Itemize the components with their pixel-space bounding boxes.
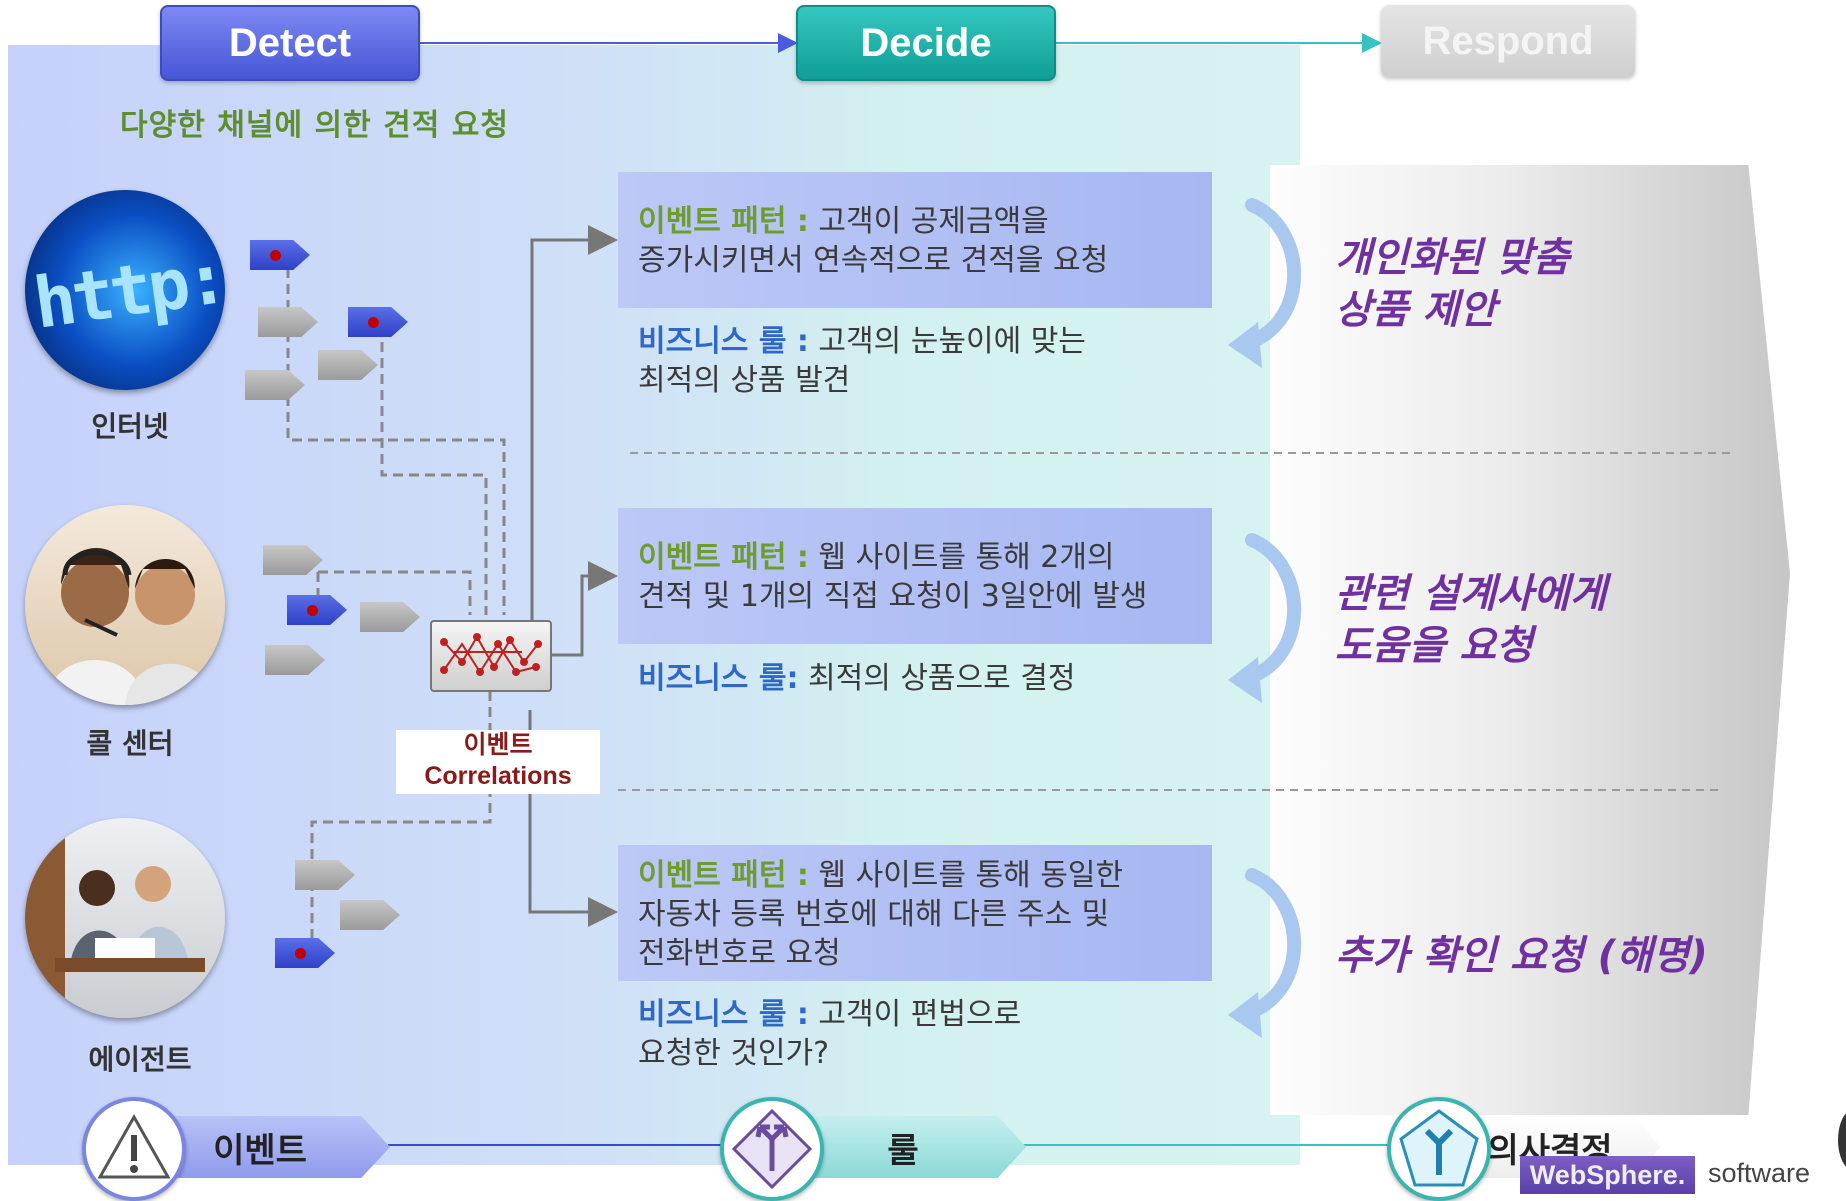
phase-respond: Respond <box>1381 5 1635 77</box>
rule-line: 고객이 편법으로 <box>808 997 1022 1032</box>
correlations-line2: Correlations <box>424 762 572 790</box>
respond-line: 개인화된 맞춤 <box>1335 235 1570 281</box>
event-pattern-text-2: 이벤트 패턴 : 웹 사이트를 통해 2개의 견적 및 1개의 직접 요청이 3… <box>638 538 1218 616</box>
pattern-line: 증가시키면서 연속적으로 견적을 요청 <box>638 243 1109 278</box>
business-rule-label: 비즈니스 룰: <box>638 661 799 696</box>
internet-photo-text: http://w <box>28 221 225 345</box>
software-label: software <box>1708 1158 1811 1188</box>
event-pattern-text-3: 이벤트 패턴 : 웹 사이트를 통해 동일한 자동차 등록 번호에 대해 다른 … <box>638 856 1218 973</box>
event-pattern-label: 이벤트 패턴 : <box>638 540 809 575</box>
agent-photo <box>25 818 225 1018</box>
business-rule-text-3: 비즈니스 룰 : 고객이 편법으로 요청한 것인가? <box>638 995 1218 1073</box>
pattern-line: 견적 및 1개의 직접 요청이 3일안에 발생 <box>638 579 1148 614</box>
pattern-line: 전화번호로 요청 <box>638 936 841 971</box>
respond-text-3: 추가 확인 요청 (해명) <box>1335 930 1708 982</box>
corner-logo-icon <box>1838 1110 1846 1170</box>
event-dot <box>368 317 379 328</box>
event-pattern-box-3 <box>618 845 1212 981</box>
business-rule-label: 비즈니스 룰 : <box>638 324 809 359</box>
respond-line: 관련 설계사에게 <box>1335 571 1607 617</box>
event-pattern-text-1: 이벤트 패턴 : 고객이 공제금액을 증가시키면서 연속적으로 견적을 요청 <box>638 202 1218 280</box>
event-dot <box>270 250 281 261</box>
business-rule-text-1: 비즈니스 룰 : 고객의 눈높이에 맞는 최적의 상품 발견 <box>638 322 1218 400</box>
event-pattern-label: 이벤트 패턴 : <box>638 858 809 893</box>
rule-line: 최적의 상품으로 결정 <box>798 661 1076 696</box>
legend-rule-label: 룰 <box>887 1130 919 1171</box>
correlations-label: 이벤트 Correlations <box>396 730 600 794</box>
respond-text-1: 개인화된 맞춤 상품 제안 <box>1335 232 1570 336</box>
call-center-photo <box>25 505 225 705</box>
detect-subtitle: 다양한 채널에 의한 견적 요청 <box>120 108 509 143</box>
rule-line: 고객의 눈높이에 맞는 <box>808 324 1086 359</box>
respond-line: 상품 제안 <box>1335 287 1497 333</box>
agent-people-icon <box>25 818 205 1018</box>
legend-rule: 룰 <box>790 1116 1026 1178</box>
pattern-line: 고객이 공제금액을 <box>808 204 1049 239</box>
channel-label-internet: 인터넷 <box>91 410 169 443</box>
phase-detect: Detect <box>160 5 420 81</box>
event-pattern-box-1 <box>618 172 1212 308</box>
respond-line: 추가 확인 요청 (해명) <box>1335 933 1708 979</box>
rule-line: 최적의 상품 발견 <box>638 363 851 398</box>
websphere-logo: WebSphere. <box>1520 1156 1695 1194</box>
event-dot <box>307 605 318 616</box>
phase-decide: Decide <box>796 5 1056 81</box>
correlation-engine-icon <box>430 620 552 692</box>
rule-line: 요청한 것인가? <box>638 1036 830 1071</box>
decision-pentagon-icon <box>1387 1097 1491 1201</box>
correlations-line1: 이벤트 <box>463 731 533 759</box>
call-center-people-icon <box>45 547 215 705</box>
warning-icon <box>82 1097 186 1201</box>
channel-label-call-center: 콜 센터 <box>86 727 174 760</box>
respond-arrow-background <box>1270 165 1790 1115</box>
business-rule-text-2: 비즈니스 룰: 최적의 상품으로 결정 <box>638 659 1218 698</box>
event-pattern-box-2 <box>618 508 1212 644</box>
internet-photo: http://w <box>25 190 225 390</box>
event-pattern-label: 이벤트 패턴 : <box>638 204 809 239</box>
legend-event: 이벤트 <box>150 1116 390 1178</box>
pattern-line: 자동차 등록 번호에 대해 다른 주소 및 <box>638 897 1110 932</box>
business-rule-label: 비즈니스 룰 : <box>638 997 809 1032</box>
legend-event-label: 이벤트 <box>213 1130 307 1171</box>
respond-line: 도움을 요청 <box>1335 623 1533 669</box>
channel-label-agent: 에이전트 <box>88 1043 192 1076</box>
respond-text-2: 관련 설계사에게 도움을 요청 <box>1335 568 1607 672</box>
rule-diamond-icon <box>720 1097 824 1201</box>
pattern-line: 웹 사이트를 통해 동일한 <box>808 858 1124 893</box>
pattern-line: 웹 사이트를 통해 2개의 <box>808 540 1115 575</box>
event-dot <box>295 948 306 959</box>
